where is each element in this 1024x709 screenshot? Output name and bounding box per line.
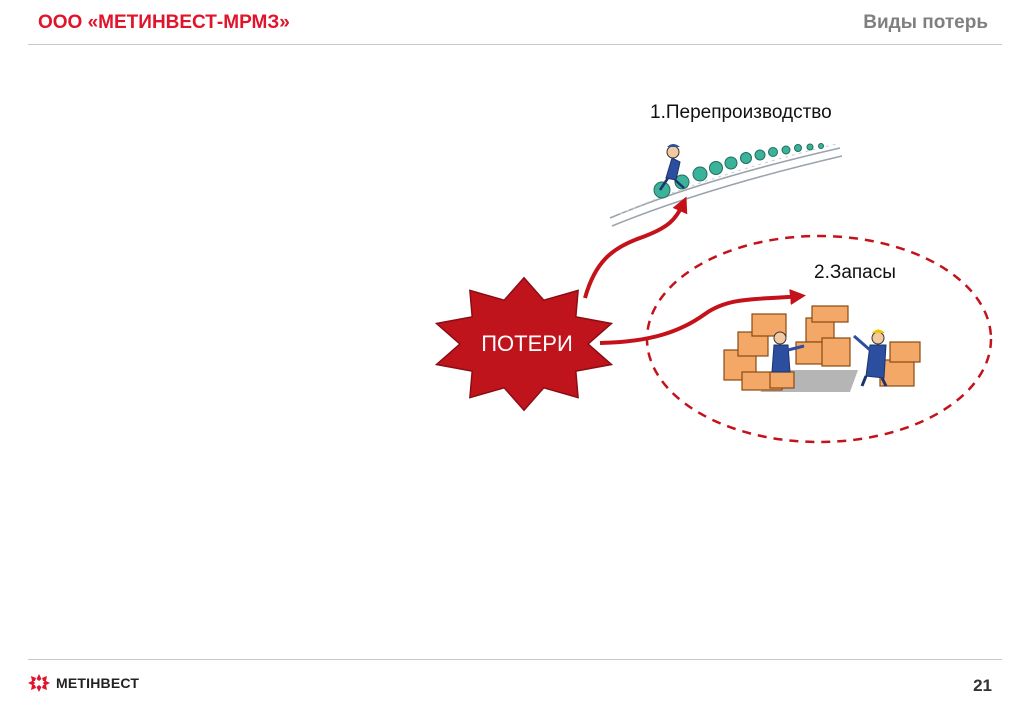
metinvest-logo-icon	[28, 674, 50, 692]
losses-label: ПОТЕРИ	[481, 331, 573, 356]
header-divider	[28, 44, 1002, 45]
arrow-to-overproduction	[583, 196, 688, 299]
losses-star	[434, 276, 614, 412]
item-overproduction-label: 1.Перепроизводство	[650, 102, 832, 123]
company-name: ООО «МЕТИНВЕСТ-МРМЗ»	[38, 12, 290, 33]
logo-text: МЕТІНВЕСТ	[56, 675, 140, 691]
overproduction-illustration	[609, 143, 843, 227]
inventory-illustration	[723, 305, 921, 392]
footer-logo: МЕТІНВЕСТ	[28, 674, 139, 692]
arrow-to-inventory	[599, 289, 806, 345]
page-number: 21	[973, 676, 992, 695]
item-inventory-label: 2.Запасы	[814, 262, 896, 283]
slide-title: Виды потерь	[863, 12, 988, 33]
footer-divider	[28, 659, 1002, 660]
